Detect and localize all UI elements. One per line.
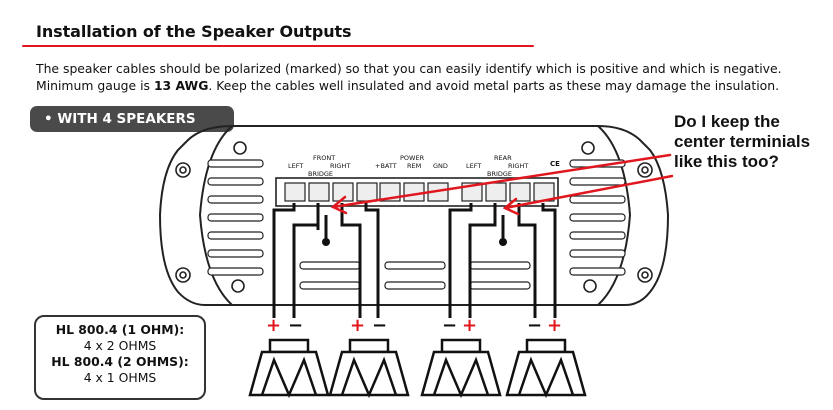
ce-mark: CE	[550, 160, 560, 168]
label-rear-bridge: BRIDGE	[487, 170, 512, 178]
label-front-bridge: BRIDGE	[308, 170, 333, 178]
minus-sign: −	[527, 315, 542, 336]
model-2-heading: HL 800.4 (2 OHMS):	[51, 354, 189, 369]
label-rear: REAR	[494, 154, 512, 162]
model-1-heading: HL 800.4 (1 OHM):	[55, 322, 185, 337]
annotation-line-1: Do I keep the	[674, 112, 780, 131]
heatsink-fins-center	[299, 261, 531, 290]
heatsink-fins-left	[207, 159, 264, 276]
paragraph-line-1: The speaker cables should be polarized (…	[36, 61, 782, 76]
speaker-icon	[248, 338, 330, 399]
heatsink-fins-right	[569, 159, 626, 276]
minus-sign: −	[372, 315, 387, 336]
plus-sign: +	[350, 315, 365, 336]
label-rem: REM	[407, 162, 421, 170]
plus-sign: +	[462, 315, 477, 336]
model-1-value: 4 x 2 OHMS	[83, 338, 157, 353]
speaker-icon	[328, 338, 410, 399]
speaker-icon	[420, 338, 502, 399]
label-power: POWER	[400, 154, 425, 162]
page-title: Installation of the Speaker Outputs	[36, 22, 352, 41]
impedance-info-box: HL 800.4 (1 OHM): 4 x 2 OHMS HL 800.4 (2…	[34, 315, 206, 400]
terminal-blocks	[284, 182, 555, 202]
label-gnd: GND	[433, 162, 448, 170]
minus-sign: −	[288, 315, 303, 336]
section-pill: • WITH 4 SPEAKERS	[30, 106, 234, 132]
annotation-line-3: like this too?	[674, 152, 779, 171]
title-underline-annotation	[22, 45, 534, 47]
plus-sign: +	[266, 315, 281, 336]
plus-sign: +	[547, 315, 562, 336]
mounting-holes	[175, 141, 653, 293]
model-2-value: 4 x 1 OHMS	[83, 370, 157, 385]
speaker-icon	[505, 338, 587, 399]
instructions-paragraph: The speaker cables should be polarized (…	[36, 60, 826, 94]
polarity-markers: + − + − − + − +	[266, 315, 562, 336]
annotation-line-2: center terminials	[674, 132, 811, 151]
label-front: FRONT	[313, 154, 335, 162]
annotation-arrows	[330, 153, 674, 216]
label-front-right: RIGHT	[330, 162, 350, 170]
amplifier-body	[158, 125, 670, 306]
paragraph-line-2-prefix: Minimum gauge is	[36, 78, 154, 93]
label-rear-left: LEFT	[466, 162, 481, 170]
minus-sign: −	[442, 315, 457, 336]
label-batt: +BATT	[375, 162, 397, 170]
gauge-value: 13 AWG	[153, 78, 209, 93]
label-front-left: LEFT	[288, 162, 303, 170]
junction-wires	[324, 215, 505, 242]
annotation-question: Do I keep the center terminials like thi…	[674, 112, 810, 172]
speaker-wires	[272, 203, 557, 318]
paragraph-line-2-suffix: . Keep the cables well insulated and avo…	[208, 78, 780, 93]
label-rear-right: RIGHT	[508, 162, 528, 170]
